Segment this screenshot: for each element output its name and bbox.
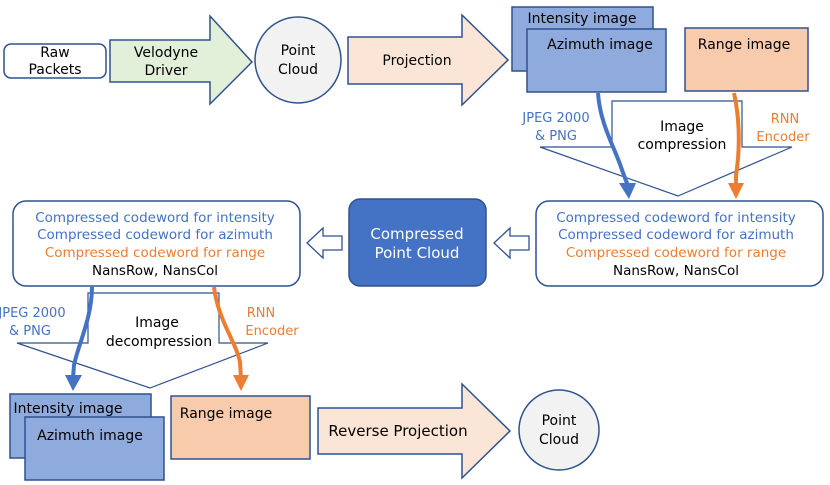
codeword-left-range: Compressed codeword for range [45,245,265,261]
image-compression-label-2: compression [638,137,727,153]
image-decompression-label-1: Image [135,315,179,331]
projection-arrow [347,13,510,107]
range-image-top-label: Range image [698,37,790,53]
codeword-box-left [12,200,301,287]
velodyne-driver-label-2: Driver [144,63,187,79]
point-cloud-bottom-label-2: Cloud [539,432,579,448]
point-cloud-circle-bottom [518,389,600,471]
codeword-right-nans: NansRow, NansCol [613,263,739,279]
orange-flow-arrowhead-bottom [233,375,249,391]
range-image-bottom [170,395,311,460]
point-cloud-circle-top [254,16,342,104]
orange-flow-arrowhead-top [728,183,744,199]
blue-flow-line-bottom [71,286,94,379]
azimuth-image-bottom [24,416,165,481]
intensity-image-bottom-label: Intensity image [14,401,123,417]
azimuth-image-top-label: Azimuth image [547,37,653,53]
codeword-left-intensity: Compressed codeword for intensity [35,210,275,226]
blue-flow-arrowhead-bottom [65,375,82,391]
range-image-bottom-label: Range image [180,406,272,422]
point-cloud-top-label-1: Point [281,43,316,59]
velodyne-driver-arrow [109,14,254,106]
projection-label: Projection [382,53,451,69]
azimuth-image-bottom-label: Azimuth image [37,428,143,444]
image-decompression-label-2: decompression [106,334,212,350]
codeword-left-nans: NansRow, NansCol [92,263,218,279]
raw-packets-box [3,43,107,79]
compressed-point-cloud-label-1: Compressed [370,225,463,243]
codec-blue-bottom-1: JPEG 2000 [0,306,66,321]
orange-flow-line-bottom [212,286,243,379]
codec-orange-bottom-1: RNN [247,306,275,321]
compressed-point-cloud-box [348,198,487,287]
point-cloud-top-label-2: Cloud [278,62,318,78]
reverse-projection-label: Reverse Projection [328,422,467,440]
left-arrow-right [493,226,530,260]
point-cloud-bottom-label-1: Point [542,413,577,429]
codeword-left-azimuth: Compressed codeword for azimuth [37,227,273,243]
azimuth-image-top [526,28,667,93]
image-compression-label-1: Image [660,119,704,135]
codec-orange-top-2: Encoder [756,130,810,145]
raw-packets-label-2: Packets [28,62,81,78]
compressed-point-cloud-label-2: Point Cloud [375,244,460,262]
reverse-projection-arrow [317,382,512,480]
codeword-right-azimuth: Compressed codeword for azimuth [558,227,794,243]
codeword-right-range: Compressed codeword for range [566,245,786,261]
raw-packets-label-1: Raw [40,45,69,61]
codec-blue-top-1: JPEG 2000 [521,111,589,126]
codec-orange-bottom-2: Encoder [245,324,299,339]
range-image-top [684,27,809,92]
codec-orange-top-1: RNN [771,112,799,127]
blue-flow-line-top [596,92,630,187]
velodyne-driver-label-1: Velodyne [134,45,198,61]
codeword-box-right [535,200,824,287]
codec-blue-top-2: & PNG [535,129,577,144]
orange-flow-line-top [732,92,741,186]
left-arrow-left [306,226,343,260]
image-decompression-funnel [16,292,269,389]
codeword-right-intensity: Compressed codeword for intensity [556,210,796,226]
codec-blue-bottom-2: & PNG [9,324,51,339]
intensity-image-top-label: Intensity image [528,11,637,27]
blue-flow-arrowhead-top [619,183,636,199]
